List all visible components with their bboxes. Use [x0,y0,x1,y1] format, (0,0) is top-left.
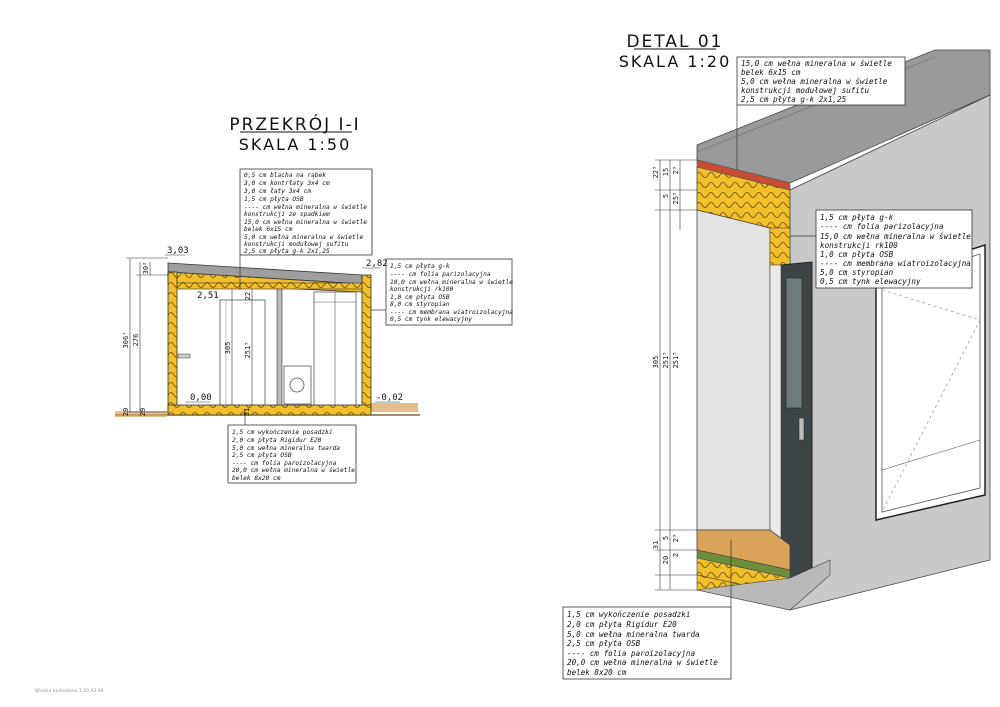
dim-2-51: 2,51 [197,291,219,301]
detail-title: DETAL 01 [626,32,723,52]
section-drawing: PRZEKRÓJ I-I SKALA 1:50 0 [115,113,517,484]
wall-layers-text: 1,5 cm płyta g-k ---- cm folia parizolac… [390,262,517,323]
dim-276: 276 [132,334,140,347]
dim-2-82: 2,82 [366,259,388,269]
detail-floor-layers-text: 1,5 cm wykończenie posadzki 2,0 cm płyta… [567,610,722,677]
dim-3-03: 3,03 [167,246,189,256]
dim-22: 22 [244,292,252,300]
dim-29b: 29 [139,408,147,416]
detail-dim-top5: 25⁵ [672,192,680,205]
detail-dim-20: 20 [662,556,670,564]
detail-wall-layers-box [815,209,973,289]
detail-dim-2-5: 2⁵ [672,534,680,542]
sink-icon [177,353,191,359]
roof-layers-box [239,168,373,256]
detail-drawing: DETAL 01 SKALA 1:20 [562,32,991,680]
floor-slab [167,404,372,416]
wall-layers-box [385,258,513,326]
footer-note: Wiedza budowlana 1:20 A3 A4 [35,688,104,694]
door-handle-icon [798,417,805,441]
left-wall [167,271,178,413]
floor-layers-text: 1,5 cm wykończenie posadzki 2,0 cm płyta… [232,428,359,482]
detail-dim-305: 305 [652,356,660,369]
section-scale: SKALA 1:50 [239,135,352,154]
section-dimensions [126,254,400,413]
detail-dim-31: 31 [652,541,660,549]
side-wall-face [696,209,771,531]
section-title: PRZEKRÓJ I-I [229,113,360,135]
floor-layers-box [227,424,357,484]
detail-floor-layers-box [562,606,732,680]
dim-0-00: 0,00 [190,393,212,403]
detail-dim-251a: 251⁵ [662,352,670,369]
dim-29: 29 [122,408,130,416]
dim-306: 306⁷ [122,332,130,349]
detail-dim-top1: 22⁵ [652,166,660,179]
detail-dim-5: 5 [662,536,670,540]
detail-roof-layers-text: 15,0 cm wełna mineralna w świetle belek … [741,59,896,104]
detail-wall-layers-text: 1,5 cm płyta g-k ---- cm folia parizolac… [820,213,975,286]
detail-dim-2: 2 [672,553,680,557]
dim-251: 251⁵ [244,342,252,359]
dim-minus-0-02: -0,02 [376,393,403,403]
detail-scale: SKALA 1:20 [619,52,732,71]
dim-31: 31 [243,408,251,416]
right-wall [361,274,372,413]
detail-dim-top2: 15 [662,168,670,176]
door-glass-panel [785,277,803,409]
washing-machine-icon [283,365,312,405]
detail-dim-top4: 5 [662,194,670,198]
interior-door [219,299,266,406]
dim-30: 30² [142,262,150,275]
detail-dim-251b: 251⁵ [672,352,680,369]
detail-dimensions [655,159,697,591]
dim-305: 305 [224,342,232,355]
detail-roof-layers-box [736,56,906,106]
detail-dim-top3: 2⁵ [672,166,680,174]
roof-layers-text: 0,5 cm blacha na rąbek 3,0 cm kontrłaty … [243,172,371,255]
